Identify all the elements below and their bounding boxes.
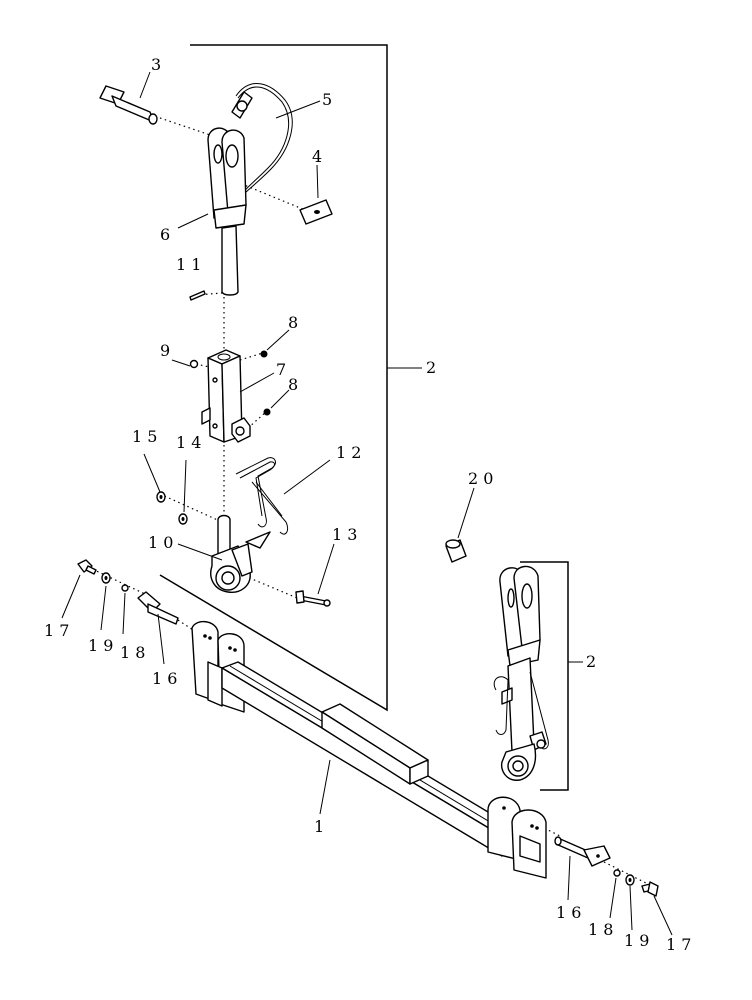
callout-11: 1 1 <box>176 255 201 274</box>
callout-20: 2 0 <box>468 469 493 488</box>
nut-part-8-top <box>260 350 268 358</box>
bushing-part-20 <box>445 539 467 563</box>
assembly-bracket-top-link <box>159 44 422 712</box>
square-nut-part-4 <box>299 199 333 225</box>
callout-12: 1 2 <box>336 443 361 462</box>
callout-16-left: 1 6 <box>152 669 177 688</box>
washer-part-19-left <box>101 572 111 584</box>
callout-13: 1 3 <box>332 525 357 544</box>
callout-6: 6 <box>160 225 170 244</box>
nut-part-18-left <box>121 584 129 592</box>
callout-2-side: 2 <box>586 652 596 671</box>
swivel-end-part-10 <box>210 514 271 593</box>
washer-part-15 <box>156 491 166 503</box>
callout-14: 1 4 <box>176 433 201 452</box>
pin-part-16-left <box>137 591 179 625</box>
clevis-end-part-6 <box>207 127 247 296</box>
callout-16-right: 1 6 <box>556 903 581 922</box>
callout-17-left: 1 7 <box>44 621 69 640</box>
callout-8-top: 8 <box>288 313 298 332</box>
bolt-part-17-right <box>641 881 659 897</box>
callout-8-bottom: 8 <box>288 375 298 394</box>
drawbar-part-1 <box>191 621 547 879</box>
callout-19-right: 1 9 <box>624 931 649 950</box>
nut-part-8-bottom <box>263 408 271 416</box>
top-link-assembled-part-2 <box>493 565 549 781</box>
bolt-part-17-left <box>77 559 97 575</box>
callout-18-right: 1 8 <box>588 920 613 939</box>
callout-18-left: 1 8 <box>120 643 145 662</box>
callout-19-left: 1 9 <box>88 636 113 655</box>
nut-part-9 <box>189 359 199 369</box>
leader-lines <box>61 71 673 936</box>
spring-clip-part-12 <box>235 457 289 535</box>
callout-2-top: 2 <box>426 358 436 377</box>
tube-part-7 <box>201 349 251 443</box>
callout-7: 7 <box>276 360 286 379</box>
callout-3: 3 <box>151 55 161 74</box>
pin-part-16-right <box>554 836 611 867</box>
callout-17-right: 1 7 <box>666 935 691 954</box>
assembly-bracket-side-link <box>520 561 583 791</box>
nut-part-18-right <box>613 869 621 877</box>
pin-part-3 <box>99 85 158 125</box>
callout-4: 4 <box>312 147 322 166</box>
washer-part-14 <box>178 513 188 525</box>
callout-10: 1 0 <box>148 533 173 552</box>
callout-15: 1 5 <box>132 427 157 446</box>
small-pin-part-11 <box>189 290 206 301</box>
bolt-part-13 <box>295 590 331 607</box>
callout-9: 9 <box>160 341 170 360</box>
callout-5: 5 <box>322 90 332 109</box>
lanyard-chain-part-5 <box>231 83 293 199</box>
callout-1: 1 <box>314 817 324 836</box>
callout-labels: 3 5 4 6 1 1 8 9 2 7 8 1 5 1 4 1 2 2 0 1 … <box>44 55 691 954</box>
washer-part-19-right <box>625 874 635 886</box>
